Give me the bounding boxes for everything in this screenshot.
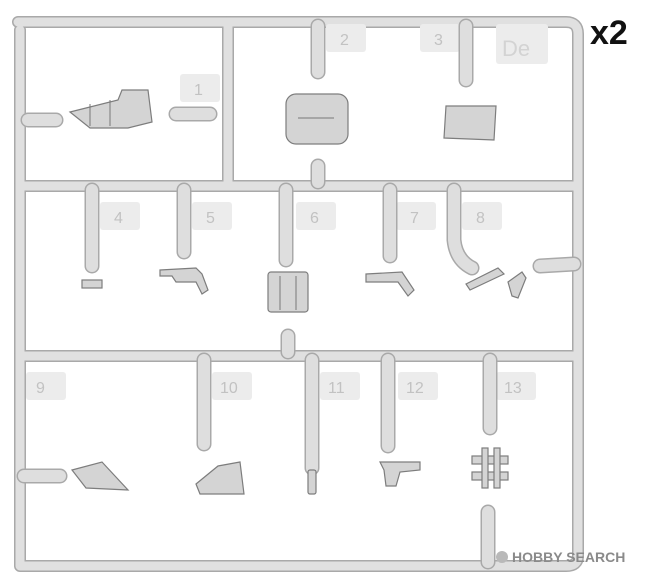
part-number-9: 9 <box>36 380 45 397</box>
part-number-8: 8 <box>476 210 485 227</box>
part-number-13: 13 <box>504 380 522 397</box>
part-5 <box>159 267 209 295</box>
part-number-10: 10 <box>220 380 238 397</box>
part-number-7: 7 <box>410 210 419 227</box>
part-number-5: 5 <box>206 210 215 227</box>
part-number-6: 6 <box>310 210 319 227</box>
part-2 <box>285 93 349 145</box>
sprue-code: De <box>502 36 530 61</box>
part-number-11: 11 <box>328 380 345 397</box>
part-13 <box>471 447 509 489</box>
sprue-frame <box>12 16 584 572</box>
part-number-3: 3 <box>434 32 443 49</box>
watermark-logo-icon <box>496 551 508 563</box>
watermark-text: HOBBY SEARCH <box>512 549 626 565</box>
part-12 <box>379 461 421 487</box>
part-number-12: 12 <box>406 380 424 397</box>
part-7 <box>365 271 415 297</box>
part-numbers: 1 2 3 4 5 6 7 8 9 10 11 12 13 De <box>36 32 530 397</box>
part-number-4: 4 <box>114 210 123 227</box>
part-3 <box>443 105 497 141</box>
part-9 <box>70 461 130 491</box>
part-1 <box>68 89 153 129</box>
set-multiplier: x2 <box>590 14 628 52</box>
part-6 <box>267 271 309 313</box>
watermark: HOBBY SEARCH <box>496 549 625 565</box>
part-4 <box>81 279 103 289</box>
gates <box>16 18 582 570</box>
part-11 <box>307 469 317 495</box>
part-number-1: 1 <box>194 82 203 99</box>
part-8 <box>465 267 527 299</box>
part-number-2: 2 <box>340 32 349 49</box>
part-10 <box>195 461 245 495</box>
part-tabs <box>26 24 548 400</box>
